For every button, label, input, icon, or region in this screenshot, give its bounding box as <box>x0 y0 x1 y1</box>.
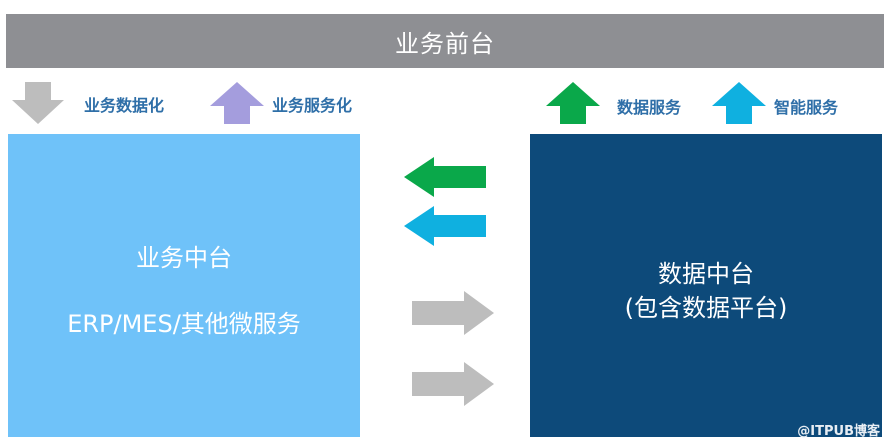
business-middle-platform-box: 业务中台 ERP/MES/其他微服务 <box>8 134 360 437</box>
data-middle-platform-subtitle: (包含数据平台) <box>624 294 788 322</box>
data-middle-platform-box: 数据中台 (包含数据平台) <box>530 134 882 437</box>
arrow-up-icon <box>546 82 600 124</box>
arrow-up-icon <box>210 82 264 124</box>
arrow-down-icon <box>12 82 64 124</box>
business-datafication-label: 业务数据化 <box>84 96 165 115</box>
business-frontend-bar: 业务前台 <box>6 14 884 68</box>
arrow-up-icon <box>712 82 766 124</box>
business-frontend-title: 业务前台 <box>395 29 495 58</box>
data-middle-platform-title: 数据中台 <box>658 260 754 288</box>
watermark: @ITPUB博客 <box>797 424 880 439</box>
arrow-left-icon <box>404 206 486 246</box>
arrow-right-icon <box>412 362 494 406</box>
business-middle-platform-title: 业务中台 <box>136 244 232 272</box>
arrow-left-icon <box>404 157 486 197</box>
intelligent-service-label: 智能服务 <box>774 98 839 117</box>
business-middle-platform-subtitle: ERP/MES/其他微服务 <box>67 310 301 338</box>
data-service-label: 数据服务 <box>617 98 682 117</box>
arrow-right-icon <box>412 291 494 335</box>
business-servitization-label: 业务服务化 <box>272 96 353 115</box>
